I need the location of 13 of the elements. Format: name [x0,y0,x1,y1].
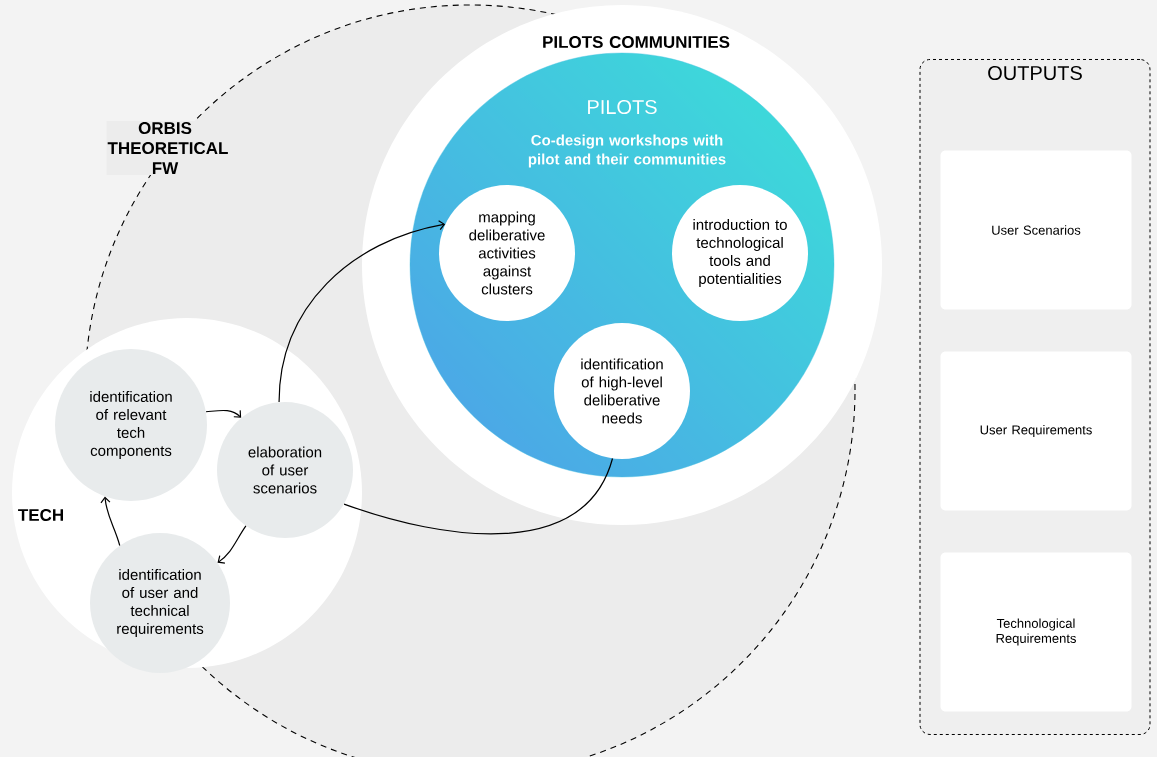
circle-heading: PILOTS [588,99,657,115]
arrow [205,409,242,418]
arrow [100,496,121,547]
arrow [217,525,247,564]
circle-heading: PILOTS COMMUNITIES [543,36,730,48]
arrow [278,220,446,403]
output-box: User Requirements [940,351,1132,511]
circle-label: ORBIS THEORETICAL FW [106,121,228,175]
circle-subheading: Co-design workshops with pilot and their communities [528,134,726,168]
panel-heading: OUTPUTS [988,65,1082,81]
output-box: User Scenarios [940,150,1132,310]
circle-heading: TECH [18,509,63,521]
output-box: Technological Requirements [940,552,1132,712]
